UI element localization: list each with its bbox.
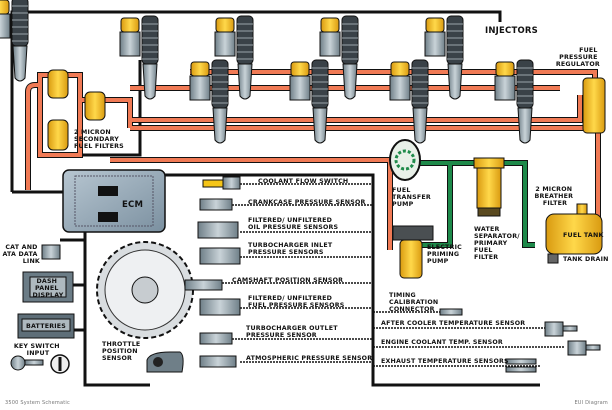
key-icon <box>10 355 44 371</box>
sensor-engine-coolant-label: ENGINE COOLANT TEMP. SENSOR <box>381 339 503 346</box>
secondary-filters-label: 2 MICRON SECONDARY FUEL FILTERS <box>74 129 124 150</box>
water-separator-label: WATER SEPARATOR/ PRIMARY FUEL FILTER <box>474 226 522 261</box>
timing-connector-label: TIMING CALIBRATION CONNECTOR <box>389 292 441 313</box>
fuel-transfer-pump-label: FUEL TRANSFER PUMP <box>392 187 433 208</box>
data-link-label: CAT AND ATA DATA LINK <box>2 244 40 265</box>
fuel-pressure-regulator <box>582 77 606 134</box>
secondary-fuel-filters <box>47 69 106 151</box>
footer-right: EUI Diagram <box>574 400 608 406</box>
breather-filter-label: 2 MICRON BREATHER FILTER <box>534 186 575 207</box>
right-sensor-bodies <box>505 321 601 373</box>
batteries-label: BATTERIES <box>26 323 66 330</box>
sensor-crankcase-label: CRANKCASE PRESSURE SENSOR <box>248 199 366 206</box>
tank-drain-label: TANK DRAIN <box>563 256 609 263</box>
fuel-pressure-regulator-label: FUEL PRESSURE REGULATOR <box>556 47 600 68</box>
throttle-position-sensor <box>146 351 184 373</box>
key-switch <box>50 354 70 374</box>
sensor-leads <box>222 183 565 367</box>
injectors <box>0 0 534 144</box>
fuel-transfer-pump <box>389 139 421 181</box>
sensor-exhaust-label: EXHAUST TEMPERATURE SENSORS <box>381 358 509 365</box>
camshaft-gear <box>96 241 223 339</box>
sensor-atmospheric-label: ATMOSPHERIC PRESSURE SENSOR <box>246 355 372 362</box>
data-link-connector <box>41 244 61 260</box>
sensor-bodies <box>197 176 241 368</box>
timing-connector <box>439 308 463 316</box>
sensor-coolant-flow-label: COOLANT FLOW SWITCH <box>258 178 348 185</box>
fuel-tank <box>545 203 603 264</box>
electric-priming-pump <box>392 225 434 279</box>
throttle-label: THROTTLE POSITION SENSOR <box>102 341 143 362</box>
ecm-module: ECM <box>62 169 166 233</box>
footer-left: 3500 System Schematic <box>5 400 70 406</box>
wiring-harness <box>10 10 540 387</box>
sensor-camshaft-label: CAMSHAFT POSITION SENSOR <box>232 277 343 284</box>
ecm-label: ECM <box>122 200 143 210</box>
priming-pump-label: ELECTRIC PRIMING PUMP <box>427 244 464 265</box>
injectors-title: INJECTORS <box>485 26 538 36</box>
fuel-supply-lines <box>410 160 535 248</box>
dash-panel-label: DASH PANEL DISPLAY <box>33 278 64 299</box>
sensor-aftercooler-label: AFTER COOLER TEMPERATURE SENSOR <box>381 320 525 327</box>
fuel-tank-label: FUEL TANK <box>563 232 604 239</box>
water-separator-filter <box>473 157 505 217</box>
left-sensor-labels: COOLANT FLOW SWITCH CRANKCASE PRESSURE S… <box>232 178 372 362</box>
key-switch-label: KEY SWITCH INPUT <box>14 343 62 357</box>
